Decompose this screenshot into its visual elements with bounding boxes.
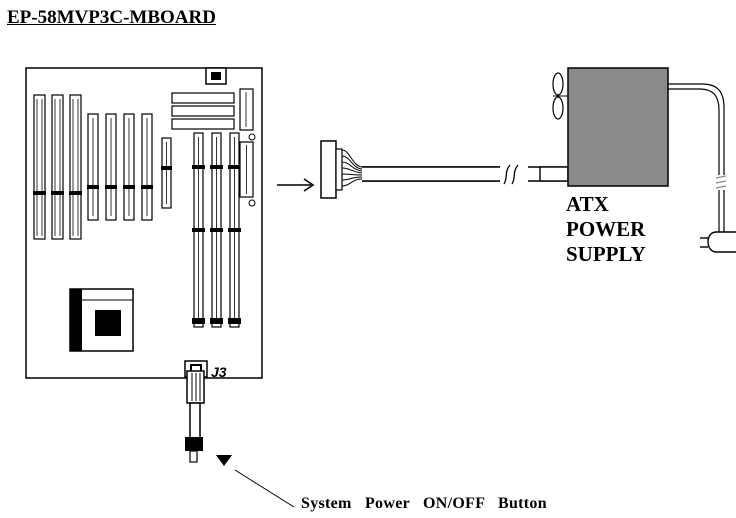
- ac-plug-icon: [700, 231, 736, 253]
- button-indicator-triangle: [216, 455, 232, 466]
- cable-break-icon: [503, 164, 519, 185]
- cpu-socket: [69, 288, 134, 352]
- serial-port-2: [171, 105, 235, 117]
- leader-line: [234, 469, 295, 508]
- arrow-right-icon: [277, 178, 315, 192]
- serial-port-3: [171, 118, 235, 130]
- isa-slot-keys: [33, 191, 82, 195]
- power-button-plug: [185, 437, 203, 451]
- mount-hole: [248, 199, 256, 207]
- power-button-cable: [186, 370, 205, 440]
- power-button-label: System Power ON/OFF Button: [301, 495, 547, 512]
- power-button-pin: [189, 450, 198, 463]
- j3-label: J3: [211, 364, 227, 380]
- power-supply-label: ATX POWER SUPPLY: [566, 192, 646, 267]
- isa-slots: [33, 94, 82, 240]
- page-title: EP-58MVP3C-MBOARD: [7, 7, 216, 28]
- power-supply-box: [567, 67, 669, 187]
- atx-cable-wires: [341, 149, 363, 187]
- dimm-slot-keys: [192, 165, 241, 324]
- psu-label-line3: SUPPLY: [566, 242, 646, 266]
- psu-label-line1: ATX: [566, 192, 609, 216]
- cord-break-icon: [715, 175, 727, 189]
- ac-power-cord: [668, 83, 725, 232]
- fan-icon: [552, 72, 564, 120]
- mount-hole: [248, 133, 256, 141]
- pci-slot-keys: [87, 185, 153, 189]
- serial-port-1: [171, 92, 235, 104]
- atx-connector-plug: [320, 140, 343, 199]
- psu-label-line2: POWER: [566, 217, 646, 241]
- parallel-port: [239, 88, 254, 131]
